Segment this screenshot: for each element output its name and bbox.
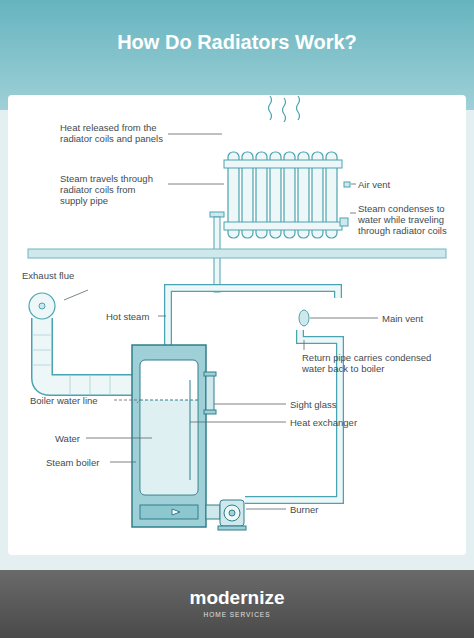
- title-band: [0, 0, 474, 110]
- callout-text: Steam travels through radiator coils fro…: [60, 173, 165, 206]
- callout-text: Heat released from the radiator coils an…: [60, 122, 165, 144]
- callout-text: Steam boiler: [46, 457, 110, 468]
- callout-text: Water: [55, 433, 95, 444]
- page-title: How Do Radiators Work?: [0, 30, 474, 54]
- callout-text: Sight glass: [290, 399, 390, 410]
- callout-text: Exhaust flue: [22, 270, 122, 281]
- callout-text: Return pipe carries condensed water back…: [302, 352, 452, 374]
- callout-text: Main vent: [382, 313, 452, 324]
- brand-subtitle: HOME SERVICES: [0, 611, 474, 619]
- callout-text: Steam condenses to water while traveling…: [358, 203, 462, 236]
- callout-text: Burner: [290, 504, 370, 515]
- callout-text: Hot steam: [106, 311, 158, 322]
- brand-logo: modernize: [0, 587, 474, 609]
- callout-text: Air vent: [358, 179, 448, 190]
- callout-text: Heat exchanger: [290, 417, 410, 428]
- callout-text: Boiler water line: [30, 395, 114, 406]
